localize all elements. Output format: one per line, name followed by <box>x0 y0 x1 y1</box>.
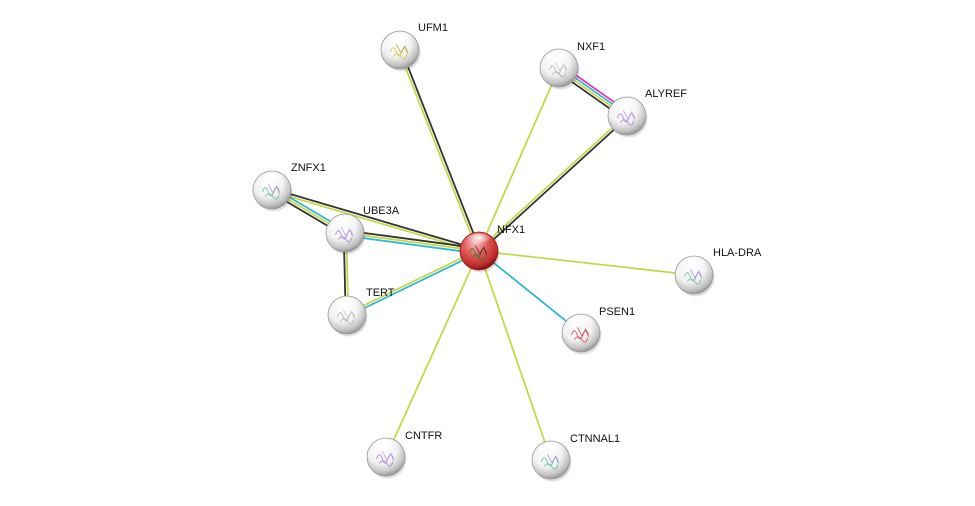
protein-structure-detail-icon <box>576 327 590 337</box>
node-highlight <box>613 98 641 115</box>
protein-structure-detail-icon <box>689 269 703 279</box>
edge-line-coexpression <box>479 116 629 253</box>
edge-line-textmining <box>271 190 479 254</box>
node-highlight <box>333 297 361 314</box>
node-label-hla-dra: HLA-DRA <box>713 247 762 259</box>
edge-nfx1-nxf1[interactable] <box>478 67 560 252</box>
node-label-nxf1: NXF1 <box>577 41 605 53</box>
node-highlight <box>545 50 573 67</box>
edge-line-coexpression <box>400 49 482 251</box>
edge-nfx1-tert[interactable] <box>346 249 480 317</box>
edge-line-textmining <box>478 250 552 461</box>
node-nfx1[interactable]: NFX1 <box>459 224 525 273</box>
node-highlight <box>386 32 414 49</box>
protein-structure-detail-icon <box>340 227 354 237</box>
edge-line-textmining <box>346 249 479 315</box>
node-highlight <box>567 315 595 332</box>
protein-structure-detail-icon <box>381 451 395 461</box>
edge-line-database <box>347 251 480 317</box>
edge-line-textmining <box>478 250 695 276</box>
node-ube3a[interactable]: UBE3A <box>325 205 400 255</box>
edge-line-textmining <box>478 67 560 252</box>
node-tert[interactable]: TERT <box>327 287 395 337</box>
node-label-cntfr: CNTFR <box>405 430 442 442</box>
node-highlight <box>465 233 493 250</box>
node-label-znfx1: ZNFX1 <box>291 162 326 174</box>
node-znfx1[interactable]: ZNFX1 <box>252 162 326 212</box>
edge-nfx1-cntfr[interactable] <box>385 250 480 458</box>
node-label-ufm1: UFM1 <box>418 22 448 34</box>
node-label-nfx1: NFX1 <box>497 224 525 236</box>
edge-line-database <box>344 234 479 255</box>
node-label-alyref: ALYREF <box>645 88 687 100</box>
edge-nfx1-psen1[interactable] <box>478 250 582 334</box>
edge-line-database <box>478 250 582 334</box>
edge-line-textmining <box>477 114 627 251</box>
edge-line-textmining <box>397 50 479 252</box>
node-nxf1[interactable]: NXF1 <box>539 41 605 90</box>
node-label-ube3a: UBE3A <box>363 205 400 217</box>
node-label-ctnnal1: CTNNAL1 <box>570 433 620 445</box>
node-ctnnal1[interactable]: CTNNAL1 <box>531 433 620 482</box>
protein-structure-detail-icon <box>622 110 636 120</box>
node-highlight <box>372 439 400 456</box>
protein-structure-detail-icon <box>474 245 488 255</box>
node-cntfr[interactable]: CNTFR <box>366 430 442 479</box>
protein-structure-detail-icon <box>546 454 560 464</box>
node-psen1[interactable]: PSEN1 <box>561 306 635 355</box>
protein-structure-detail-icon <box>554 62 568 72</box>
edge-nfx1-hla-dra[interactable] <box>478 250 695 276</box>
edge-nfx1-ctnnal1[interactable] <box>478 250 552 461</box>
edge-line-textmining <box>344 232 480 252</box>
edge-nfx1-ube3a[interactable] <box>344 229 480 255</box>
edge-nfx1-ufm1[interactable] <box>397 49 482 252</box>
protein-structure-detail-icon <box>267 184 281 194</box>
node-label-psen1: PSEN1 <box>599 306 635 318</box>
edge-line-coexpression <box>345 229 480 250</box>
edge-line-coexpression <box>272 187 480 251</box>
node-highlight <box>258 172 286 189</box>
protein-structure-detail-icon <box>342 309 356 319</box>
node-ufm1[interactable]: UFM1 <box>380 22 448 72</box>
node-highlight <box>680 257 708 274</box>
edge-line-textmining <box>385 250 480 458</box>
node-alyref[interactable]: ALYREF <box>607 88 687 138</box>
node-label-tert: TERT <box>366 287 395 299</box>
node-highlight <box>331 215 359 232</box>
node-hla-dra[interactable]: HLA-DRA <box>674 247 762 297</box>
protein-structure-detail-icon <box>395 44 409 54</box>
node-highlight <box>537 442 565 459</box>
edge-nfx1-znfx1[interactable] <box>271 187 480 254</box>
edge-nfx1-alyref[interactable] <box>477 114 629 253</box>
